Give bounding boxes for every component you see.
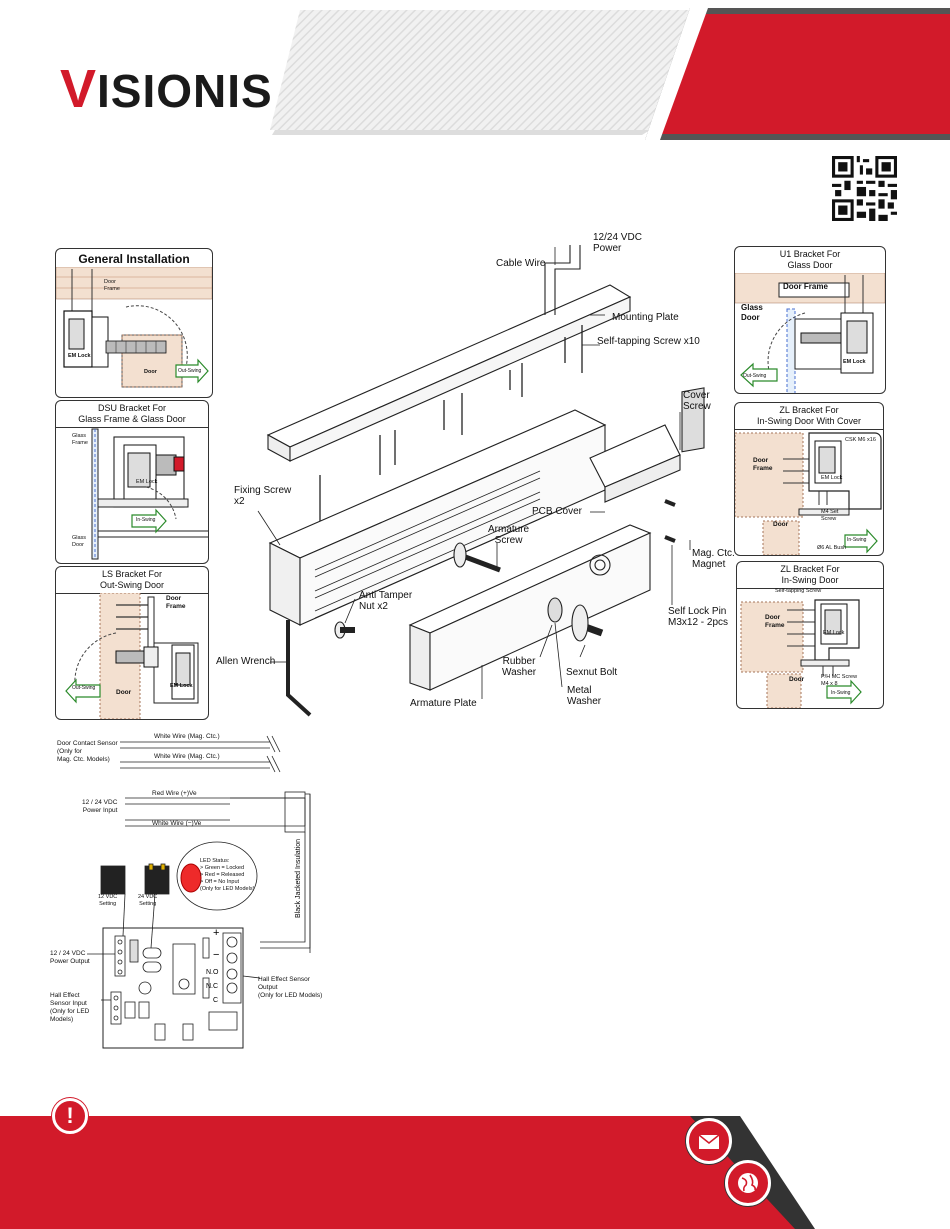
wiring-diagram: Black Jacketed Insulation + − N.O N.C C xyxy=(87,735,311,1049)
label-power-input: 12 / 24 VDC Power Input xyxy=(82,799,118,814)
zl-swing-label: In-Swing xyxy=(831,690,851,696)
panel-zl-bracket-cover: ZL Bracket For In-Swing Door With Cover … xyxy=(734,402,884,556)
zl-door-frame-label: Door Frame xyxy=(765,614,785,629)
led-icon xyxy=(180,863,202,893)
label-pcb-cover: PCB Cover xyxy=(532,506,583,517)
label-setting-24: 24 VDC Setting xyxy=(138,894,158,907)
label-white-wire-2: White Wire (Mag. Ctc.) xyxy=(154,753,220,760)
label-cable-wire: Cable Wire xyxy=(496,258,546,269)
u1-door-frame-label: Door Frame xyxy=(783,282,828,291)
qr-code xyxy=(832,156,897,221)
label-cover-screw: Cover Screw xyxy=(683,390,711,412)
label-allen-wrench: Allen Wrench xyxy=(216,656,276,667)
label-self-lock-pin: Self Lock Pin M3x12 - 2pcs xyxy=(668,606,729,628)
dsu-swing-label: In-Swing xyxy=(136,517,156,523)
label-white-wire-1: White Wire (Mag. Ctc.) xyxy=(154,733,220,740)
label-mag-ctc: Mag. Ctc. Magnet xyxy=(692,548,735,570)
general-door-label: Door xyxy=(144,369,157,375)
dsu-bracket-illustration xyxy=(91,428,208,560)
label-fixing-screw: Fixing Screw x2 xyxy=(234,485,292,507)
label-hall-input: Hall Effect Sensor Input (Only for LED M… xyxy=(50,992,90,1023)
term-nc: N.C xyxy=(206,983,218,990)
dsu-em-lock-label: EM Lock xyxy=(136,479,158,485)
zl-cover-set-screw-label: M4 Set Screw xyxy=(821,509,839,522)
panel-general-installation: General Installation Door Frame EM Lock … xyxy=(55,248,213,398)
zl-em-lock-label: EM Lock xyxy=(823,630,845,636)
label-armature-screw: Armature Screw xyxy=(488,524,530,546)
ls-em-lock-label: EM Lock xyxy=(170,683,193,689)
general-swing-label: Out-Swing xyxy=(178,368,202,374)
zl-mc-screw-label: P/H MC Screw M4 x 8 xyxy=(821,674,858,687)
panel-title: DSU Bracket For Glass Frame & Glass Door xyxy=(56,401,208,428)
dsu-glass-frame-label: Glass Frame xyxy=(72,433,88,446)
label-hall-output: Hall Effect Sensor Output (Only for LED … xyxy=(258,976,323,999)
exploded-view-diagram xyxy=(257,245,705,717)
logo-initial: V xyxy=(60,59,98,119)
logo-wordmark: ISIONIS xyxy=(97,65,273,117)
u1-em-lock-label: EM Lock xyxy=(843,359,866,365)
header-banner xyxy=(270,8,950,140)
label-power-output: 12 / 24 VDC Power Output xyxy=(50,950,90,965)
panel-ls-bracket: LS Bracket For Out-Swing Door Door Frame… xyxy=(55,566,209,720)
brand-logo: VISIONIS xyxy=(60,58,273,120)
panel-title: U1 Bracket For Glass Door xyxy=(735,247,885,274)
panel-u1-bracket: U1 Bracket For Glass Door Door Frame Gla… xyxy=(734,246,886,394)
ls-bracket-illustration xyxy=(65,593,199,719)
general-installation-illustration xyxy=(56,267,212,388)
ls-door-frame-label: Door Frame xyxy=(166,595,186,610)
label-setting-12: 12 VDC Setting xyxy=(98,894,118,907)
zl-cover-bush-label: Ø6 AL Bush xyxy=(817,545,847,551)
label-red-wire: Red Wire (+)Ve xyxy=(152,790,197,797)
label-sexnut-bolt: Sexnut Bolt xyxy=(566,667,618,678)
zl-cover-door-label: Door xyxy=(773,521,789,528)
label-self-tap: Self-tapping Screw x10 xyxy=(597,336,700,347)
u1-swing-label: Out-Swing xyxy=(743,373,767,379)
zl-cover-swing-label: In-Swing xyxy=(847,537,867,543)
dsu-glass-door-label: Glass Door xyxy=(72,535,87,548)
globe-icon[interactable] xyxy=(725,1160,771,1206)
label-anti-tamper: Anti Tamper Nut x2 xyxy=(359,590,413,612)
panel-zl-bracket: ZL Bracket For In-Swing Door Self-tappin… xyxy=(736,561,884,709)
label-metal-washer: Metal Washer xyxy=(567,685,602,707)
ls-swing-label: Out-Swing xyxy=(72,685,96,691)
u1-glass-door-label: Glass Door xyxy=(741,303,763,322)
label-power: 12/24 VDC Power xyxy=(593,232,642,254)
term-plus: + xyxy=(213,927,219,939)
warning-icon: ! xyxy=(52,1098,88,1134)
black-jacketed-text: Black Jacketed Insulation xyxy=(295,839,302,918)
zl-cover-illustration xyxy=(735,432,882,555)
panel-title: ZL Bracket For In-Swing Door With Cover xyxy=(735,403,883,430)
footer-banner xyxy=(0,1116,950,1229)
panel-title: LS Bracket For Out-Swing Door xyxy=(56,567,208,594)
zl-cover-door-frame-label: Door Frame xyxy=(753,457,773,472)
email-icon[interactable] xyxy=(686,1118,732,1164)
general-door-frame-label: Door Frame xyxy=(104,279,120,292)
ls-door-label: Door xyxy=(116,689,132,696)
term-no: N.O xyxy=(206,969,219,976)
zl-door-label: Door xyxy=(789,676,805,683)
label-armature-plate: Armature Plate xyxy=(410,698,477,709)
u1-bracket-illustration xyxy=(735,273,885,393)
term-minus: − xyxy=(213,949,219,961)
general-em-lock-label: EM Lock xyxy=(68,353,91,359)
label-mounting-plate: Mounting Plate xyxy=(612,312,679,323)
panel-dsu-bracket: DSU Bracket For Glass Frame & Glass Door… xyxy=(55,400,209,564)
label-white-wire-neg: White Wire (−)Ve xyxy=(152,820,202,827)
term-c: C xyxy=(213,997,218,1004)
zl-cover-csk-label: CSK M6 x16 xyxy=(845,437,876,443)
zl-self-tap-label: Self-tapping Screw xyxy=(775,588,822,594)
zl-cover-em-lock-label: EM Lock xyxy=(821,475,843,481)
label-rubber-washer: Rubber Washer xyxy=(502,656,537,678)
zl-illustration xyxy=(740,599,862,708)
label-led-status: LED Status: > Green = Locked > Red = Rel… xyxy=(200,858,255,892)
label-door-contact: Door Contact Sensor (Only for Mag. Ctc. … xyxy=(57,740,118,763)
panel-title: ZL Bracket For In-Swing Door xyxy=(737,562,883,589)
